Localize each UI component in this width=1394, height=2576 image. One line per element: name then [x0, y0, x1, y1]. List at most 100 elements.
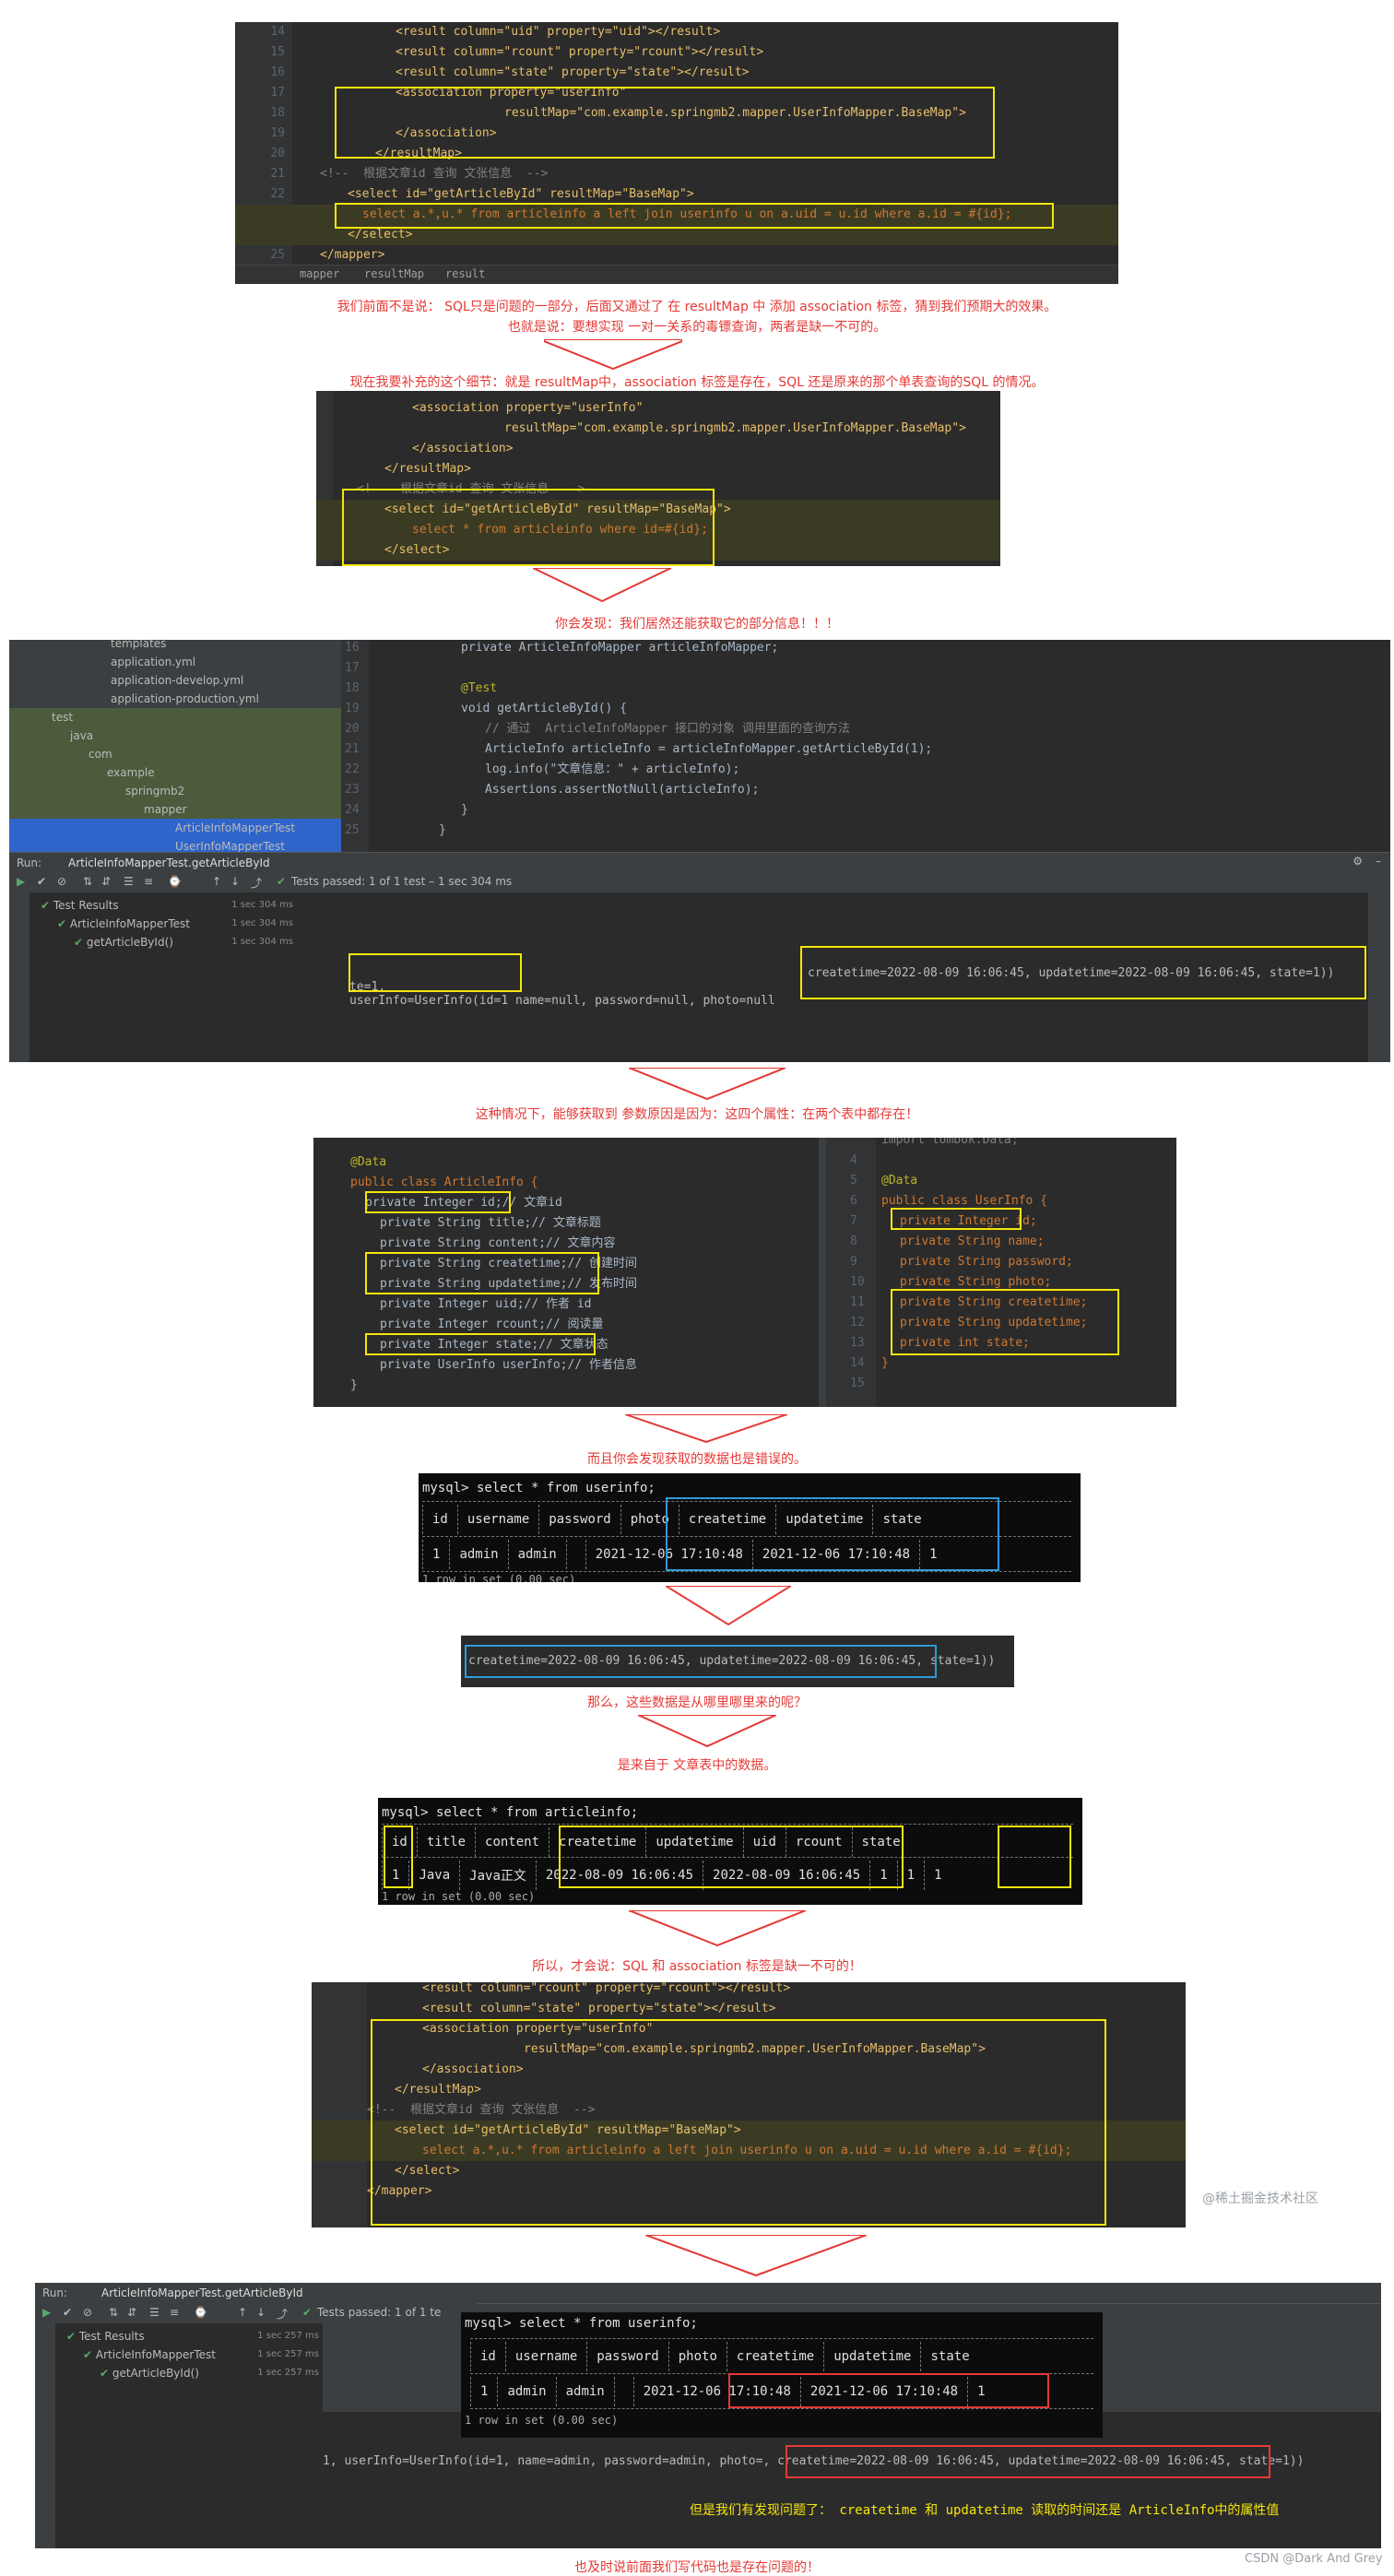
tree-item-springmb2[interactable]: springmb2 [9, 782, 341, 800]
gear-icon[interactable]: ⚙ [1353, 855, 1363, 868]
table-header-cell: photo [667, 2342, 727, 2371]
collapse-icon[interactable]: ≡ [144, 875, 154, 888]
tree-item-com[interactable]: com [9, 745, 341, 763]
test-result-label: Test Results [78, 2330, 145, 2343]
code-line: <select id="getArticleById" resultMap="B… [316, 500, 1000, 520]
highlight-userinfo-times [891, 1289, 1119, 1355]
table-cell [565, 1540, 586, 1569]
test-result-item[interactable]: ✔ getArticleById()1 sec 257 ms [100, 2364, 319, 2382]
play-icon[interactable]: ▶ [42, 2306, 52, 2319]
console-side-toolbar [1368, 892, 1390, 1062]
tree-item-java[interactable]: java [9, 727, 341, 745]
note-5: 这种情况下，能够获取到 参数原因是因为：这四个属性：在两个表中都存在！ [475, 1107, 919, 1122]
code-line: private String title;// 文章标题 [380, 1216, 601, 1230]
down-icon[interactable]: ↓ [256, 2306, 266, 2319]
line-number: 15 [270, 45, 285, 59]
code-line: <!-- 根据文章id 查询 文张信息 --> [367, 2103, 596, 2117]
run-tab[interactable]: ArticleInfoMapperTest.getArticleById [101, 2286, 303, 2299]
run-tab[interactable]: ArticleInfoMapperTest.getArticleById [68, 857, 270, 869]
code-line: log.info("文章信息：" + articleInfo); [485, 762, 740, 776]
tree-item-application-production-yml[interactable]: application-production.yml [111, 692, 259, 705]
check-icon[interactable]: ✔ [63, 2306, 73, 2319]
line-number: 20 [270, 147, 285, 160]
history-icon[interactable]: ⌚ [194, 2306, 207, 2319]
table-cell: 2021-12-06 17:10:48 [751, 1540, 920, 1569]
split-divider[interactable] [819, 1138, 826, 1407]
table-cell: 1 [381, 1861, 409, 1890]
code-line: private String name; [900, 1235, 1045, 1248]
code-line: private ArticleInfoMapper articleInfoMap… [461, 641, 779, 655]
note-7: 那么，这些数据是从哪里哪里来的呢？ [587, 1696, 807, 1710]
play-icon[interactable]: ▶ [17, 875, 26, 888]
line-number: 23 [345, 783, 360, 797]
code-line: select a.*,u.* from articleinfo a left j… [235, 205, 1118, 225]
code-line: </select> [316, 540, 1000, 561]
line-number: 22 [270, 187, 285, 201]
minimize-icon[interactable]: – [1376, 855, 1381, 868]
sort-icon[interactable]: ⇅ [109, 2306, 119, 2319]
sort-duration-icon[interactable]: ⇵ [101, 875, 112, 888]
code-line: public class ArticleInfo { [350, 1176, 538, 1189]
stop-icon[interactable]: ⊘ [57, 875, 67, 888]
code-snippet-mapper-3: <result column="rcount" property="rcount… [312, 1982, 1186, 2227]
breadcrumb-mapper[interactable]: mapper [300, 267, 340, 280]
table-header-cell: password [586, 2342, 669, 2371]
test-result-label: getArticleById() [112, 2367, 199, 2380]
output-null-fields: name=null, password=null, photo=null [508, 994, 775, 1008]
table-cell: 1 [869, 1861, 898, 1890]
line-number: 15 [850, 1377, 865, 1390]
table-cell: Java正文 [459, 1861, 537, 1890]
up-icon[interactable]: ↑ [238, 2306, 248, 2319]
up-icon[interactable]: ↑ [212, 875, 222, 888]
test-result-item[interactable]: ✔ getArticleById()1 sec 304 ms [74, 933, 293, 951]
tree-item-userinfomappertest[interactable]: UserInfoMapperTest [9, 837, 341, 856]
export-icon[interactable]: ⤴ [251, 877, 263, 890]
down-arrow [544, 339, 682, 371]
line-number-gutter [826, 1138, 876, 1407]
breadcrumb-result[interactable]: result [445, 267, 486, 280]
table-cell: 2022-08-09 16:06:45 [535, 1861, 703, 1890]
tree-item-test[interactable]: test [9, 708, 341, 727]
table-header-cell: updatetime [775, 1505, 873, 1534]
code-line: </mapper> [320, 248, 385, 262]
mysql-prompt: mysql> select * from articleinfo; [382, 1805, 639, 1820]
breadcrumb-resultmap[interactable]: resultMap [364, 267, 425, 280]
tree-item-mapper[interactable]: mapper [9, 800, 341, 819]
collapse-icon[interactable]: ≡ [170, 2306, 180, 2319]
sort-duration-icon[interactable]: ⇵ [127, 2306, 137, 2319]
export-icon[interactable]: ⤴ [277, 2308, 289, 2321]
tree-item-example[interactable]: example [9, 763, 341, 782]
tree-item-application-yml[interactable]: application.yml [111, 656, 196, 668]
down-icon[interactable]: ↓ [230, 875, 241, 888]
check-icon[interactable]: ✔ [37, 875, 47, 888]
expand-icon[interactable]: ☰ [124, 875, 134, 888]
highlight-times [365, 1252, 599, 1294]
code-line: private String createtime; [900, 1295, 1088, 1309]
code-line: } [881, 1356, 889, 1370]
table-header-cell: createtime [678, 1505, 776, 1534]
tree-item-templates[interactable]: templates [111, 640, 167, 650]
sort-icon[interactable]: ⇅ [83, 875, 93, 888]
line-number: 21 [345, 742, 360, 756]
code-line: private int state; [900, 1336, 1030, 1350]
expand-icon[interactable]: ☰ [149, 2306, 159, 2319]
stop-icon[interactable]: ⊘ [83, 2306, 93, 2319]
tree-item-articleinfomappertest[interactable]: ArticleInfoMapperTest [9, 819, 341, 837]
output-times: createtime=2022-08-09 16:06:45, updateti… [468, 1654, 924, 1668]
tree-item-application-develop-yml[interactable]: application-develop.yml [111, 674, 244, 687]
note-9: 所以，才会说：SQL 和 association 标签是缺一不可的！ [532, 1959, 862, 1974]
history-icon[interactable]: ⌚ [168, 875, 182, 888]
table-header-cell: updatetime [823, 2342, 921, 2371]
table-header-cell: uid [742, 1827, 786, 1857]
